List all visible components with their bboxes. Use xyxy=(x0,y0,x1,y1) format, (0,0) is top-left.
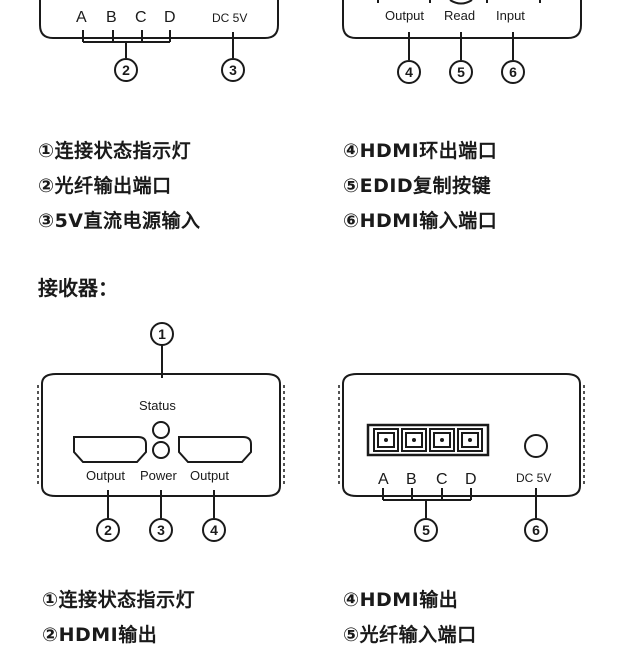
receiver-marker-6-ring xyxy=(524,518,548,542)
port-label-a: A xyxy=(76,9,87,26)
transmitter-right-port-stubs xyxy=(377,0,541,3)
rx-port-label-d: D xyxy=(465,471,477,488)
status-led xyxy=(152,421,170,439)
receiver-left-side-ridges xyxy=(37,385,285,485)
marker-5: 5 xyxy=(457,64,465,80)
output-label: Output xyxy=(385,8,424,23)
receiver-marker-5-ring xyxy=(414,518,438,542)
rx-power-label: DC 5V xyxy=(516,471,551,485)
marker-6: 6 xyxy=(509,64,517,80)
read-button-outline xyxy=(449,0,473,5)
output-left-label: Output xyxy=(86,468,125,483)
receiver-fiber-bracket xyxy=(382,488,472,518)
marker-5-ring xyxy=(449,60,473,84)
rx-port-label-a: A xyxy=(378,471,389,488)
receiver-marker-1: 1 xyxy=(158,326,166,342)
legend-item-5: ⑤EDID复制按键 xyxy=(343,175,492,197)
legend-item-3: ③5V直流电源输入 xyxy=(38,210,201,232)
marker-4-ring xyxy=(397,60,421,84)
receiver-legend-item-4: ④HDMI输出 xyxy=(343,589,459,611)
hdmi-output-port-left xyxy=(73,436,147,463)
receiver-legend-item-1: ①连接状态指示灯 xyxy=(42,589,196,611)
receiver-right-panel xyxy=(342,373,581,497)
marker-2-ring xyxy=(114,58,138,82)
receiver-marker-2-ring xyxy=(96,518,120,542)
legend-item-6: ⑥HDMI输入端口 xyxy=(343,210,498,232)
receiver-marker-3: 3 xyxy=(157,522,165,538)
fiber-ports xyxy=(366,423,490,457)
legend-item-2: ②光纤输出端口 xyxy=(38,175,172,197)
output-right-label: Output xyxy=(190,468,229,483)
input-label: Input xyxy=(496,8,525,23)
power-text-label: Power xyxy=(140,468,178,483)
receiver-marker-2: 2 xyxy=(104,522,112,538)
dc-power-jack xyxy=(524,434,548,458)
port-label-c: C xyxy=(135,9,147,26)
marker-2: 2 xyxy=(122,62,130,78)
legend-item-1: ①连接状态指示灯 xyxy=(38,140,192,162)
marker-6-ring xyxy=(501,60,525,84)
marker-3: 3 xyxy=(229,62,237,78)
status-label: Status xyxy=(139,398,176,413)
receiver-marker-6: 6 xyxy=(532,522,540,538)
transmitter-left-panel xyxy=(39,0,279,39)
receiver-left-panel xyxy=(41,373,281,497)
power-led xyxy=(152,441,170,459)
rx-port-label-b: B xyxy=(406,471,417,488)
hdmi-output-port-right xyxy=(178,436,252,463)
marker-4: 4 xyxy=(405,64,413,80)
receiver-marker-4: 4 xyxy=(210,522,218,538)
receiver-heading: 接收器： xyxy=(38,276,118,300)
rx-port-label-c: C xyxy=(436,471,448,488)
power-label: DC 5V xyxy=(212,11,247,25)
legend-item-4: ④HDMI环出端口 xyxy=(343,140,498,162)
port-label-d: D xyxy=(164,9,176,26)
receiver-marker-3-ring xyxy=(149,518,173,542)
receiver-legend-item-5: ⑤光纤输入端口 xyxy=(343,624,477,646)
read-label: Read xyxy=(444,8,475,23)
marker-3-ring xyxy=(221,58,245,82)
receiver-right-side-ridges xyxy=(338,385,585,485)
receiver-marker-4-ring xyxy=(202,518,226,542)
port-label-b: B xyxy=(106,9,117,26)
transmitter-fiber-bracket xyxy=(82,30,171,58)
receiver-marker-5: 5 xyxy=(422,522,430,538)
receiver-legend-item-2: ②HDMI输出 xyxy=(42,624,158,646)
